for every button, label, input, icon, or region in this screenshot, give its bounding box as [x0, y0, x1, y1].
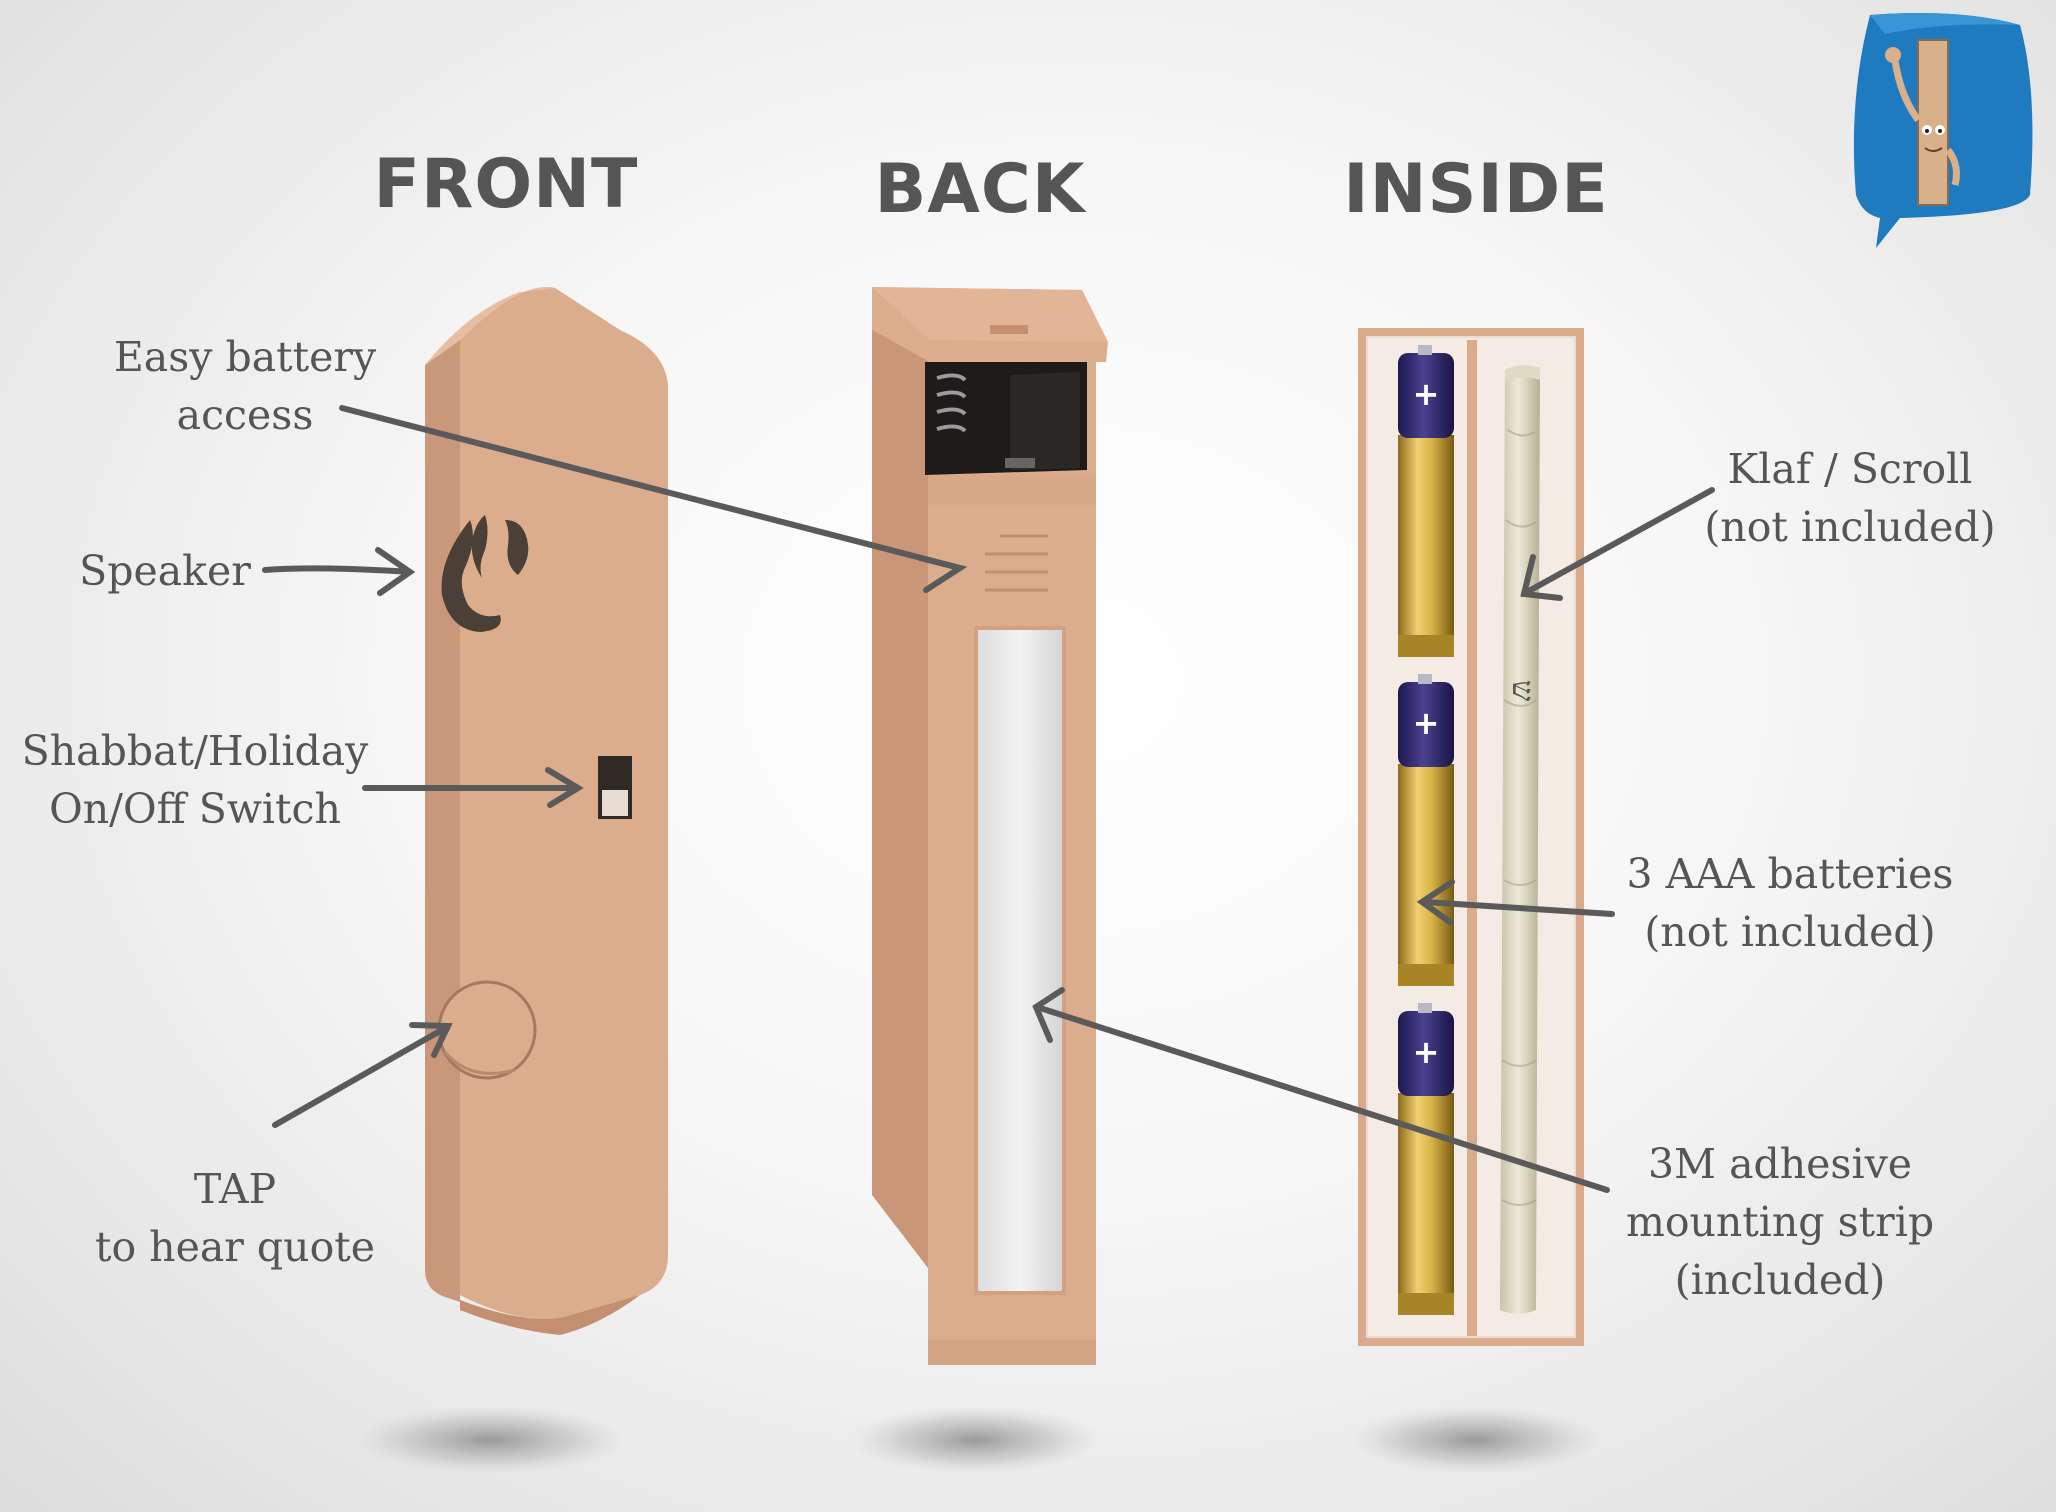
label-klaf-line2: (not included)	[1704, 503, 1996, 551]
inside-shadow	[1350, 1406, 1600, 1474]
arrow-batteries	[1422, 899, 1615, 917]
tap-button	[437, 980, 537, 1080]
label-batteries-line1: 3 AAA batteries	[1626, 850, 1954, 898]
label-speaker-line1: Speaker	[79, 547, 251, 595]
arrow-strip	[1037, 1005, 1610, 1193]
arrow-speaker	[262, 565, 413, 575]
back-shadow	[850, 1406, 1100, 1474]
inside-device: + + + ש	[1358, 328, 1584, 1346]
heading-back: BACK	[874, 150, 1086, 229]
heading-front: FRONT	[373, 145, 639, 224]
battery-group: + + +	[1398, 345, 1454, 1315]
holiday-switch	[598, 756, 632, 819]
heading-inside: INSIDE	[1343, 150, 1609, 229]
front-device	[425, 287, 668, 1335]
label-klaf: Klaf / Scroll (not included)	[1690, 440, 2010, 556]
label-strip-line3: (included)	[1674, 1256, 1886, 1304]
adhesive-strip	[974, 626, 1066, 1295]
label-batteries: 3 AAA batteries (not included)	[1620, 845, 1960, 961]
arrow-battery-access	[339, 405, 963, 571]
label-speaker: Speaker	[70, 542, 260, 600]
label-tap-line2: to hear quote	[94, 1223, 375, 1271]
aaa-battery: +	[1398, 674, 1454, 986]
arrow-klaf	[1524, 487, 1715, 595]
label-switch-line1: Shabbat/Holiday	[21, 727, 369, 775]
klaf-scroll: ש	[1500, 365, 1540, 1314]
label-tap: TAP to hear quote	[80, 1160, 390, 1276]
label-battery-access: Easy battery access	[100, 328, 390, 444]
label-strip-line1: 3M adhesive	[1647, 1140, 1913, 1188]
waving-mezuzah-logo-icon	[1853, 12, 2033, 249]
arrow-tap	[272, 1024, 450, 1128]
label-batteries-line2: (not included)	[1644, 908, 1936, 956]
shin-speaker-icon	[441, 515, 529, 632]
label-klaf-line1: Klaf / Scroll	[1727, 445, 1973, 493]
battery-plus-label: +	[1413, 1033, 1440, 1071]
label-battery-access-line1: Easy battery	[113, 333, 377, 381]
vent-lines	[985, 534, 1048, 592]
label-tap-line1: TAP	[193, 1165, 277, 1213]
battery-spring-icon	[936, 373, 967, 433]
callout-arrows	[262, 405, 1715, 1193]
aaa-battery: +	[1398, 345, 1454, 657]
label-strip: 3M adhesive mounting strip (included)	[1610, 1135, 1950, 1309]
label-switch: Shabbat/Holiday On/Off Switch	[15, 722, 375, 838]
back-device	[872, 287, 1108, 1365]
label-strip-line2: mounting strip	[1625, 1198, 1935, 1246]
battery-plus-label: +	[1413, 704, 1440, 742]
svg-text:ש: ש	[1505, 680, 1540, 701]
aaa-battery: +	[1398, 1003, 1454, 1315]
label-battery-access-line2: access	[176, 391, 314, 439]
front-shadow	[355, 1406, 625, 1474]
battery-plus-label: +	[1413, 375, 1440, 413]
label-switch-line2: On/Off Switch	[49, 785, 341, 833]
